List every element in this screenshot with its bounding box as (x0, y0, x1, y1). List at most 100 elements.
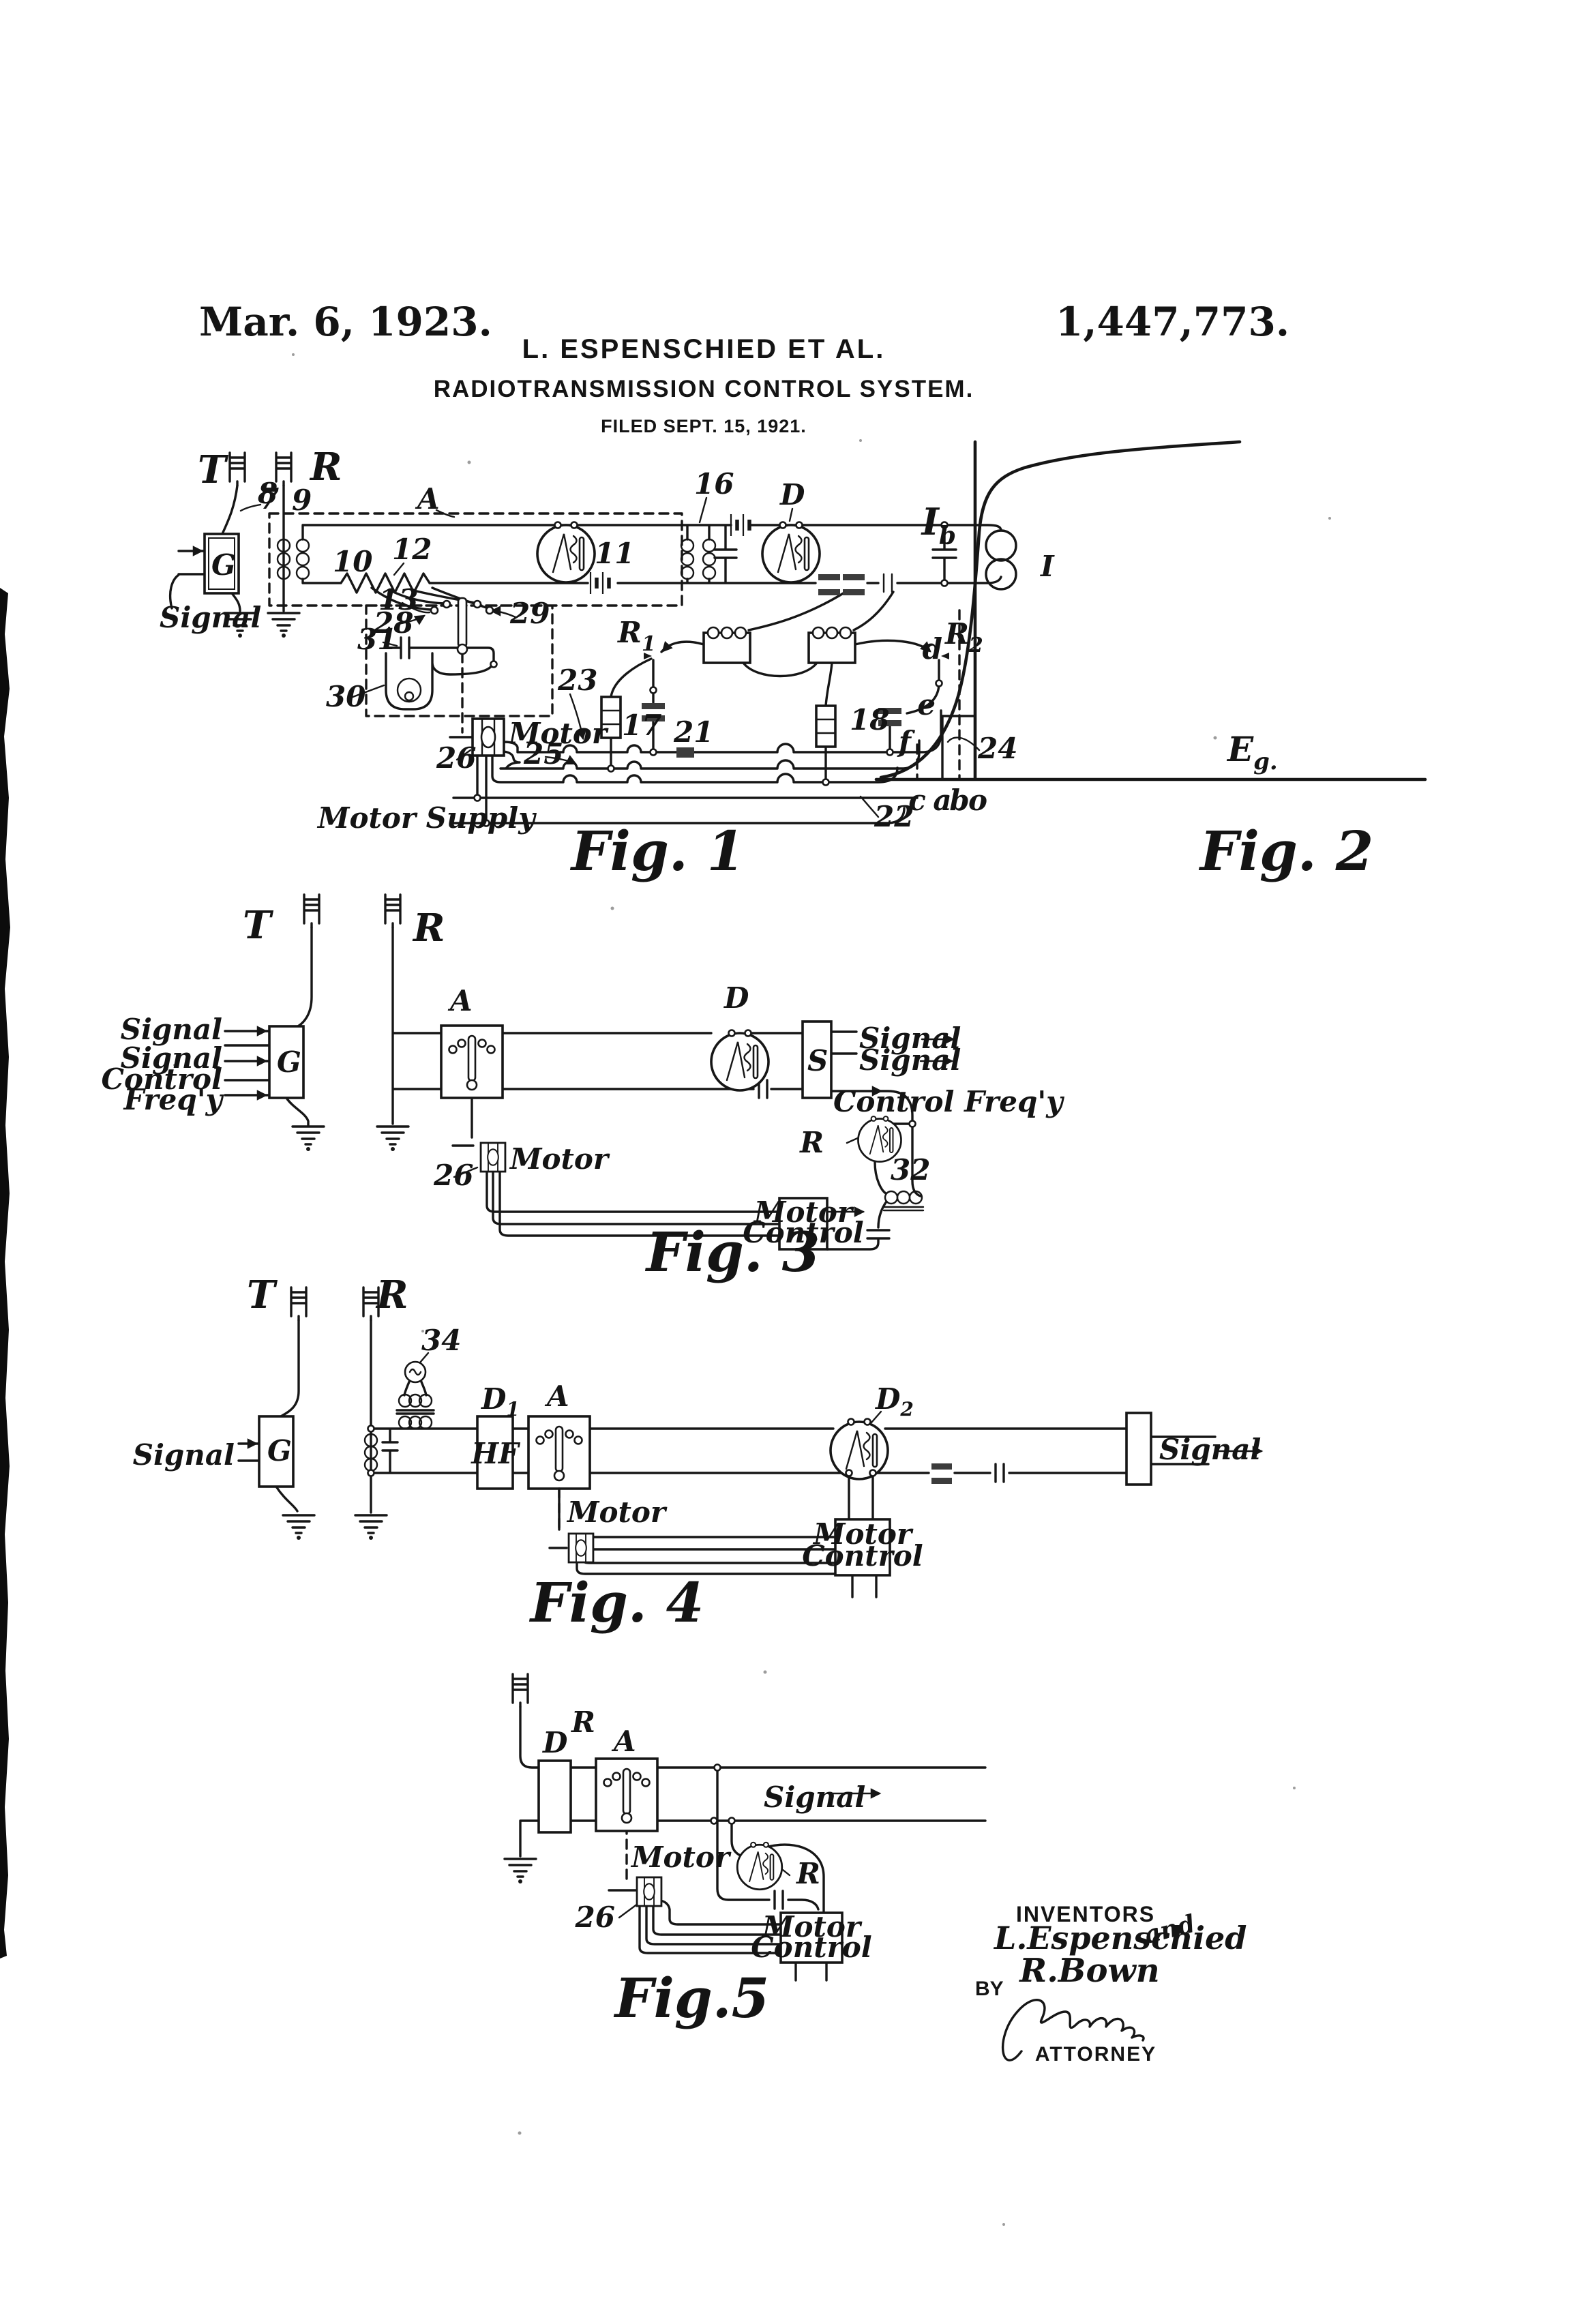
fig4-label-d2-sub: 2 (899, 1398, 913, 1420)
fig3-in4: Freq'y (123, 1083, 224, 1116)
fig2-xlabel-base: E (1226, 729, 1254, 769)
fig4-label-hf: HF (471, 1437, 521, 1470)
fig1-relay-transformer-1-icon (704, 627, 750, 663)
inventor-2: R.Bown (1018, 1952, 1159, 1990)
fig4-output-caps (931, 1463, 952, 1484)
attorney-label: ATTORNEY (1035, 2043, 1156, 2066)
fig4-ground-r-icon (355, 1515, 387, 1540)
fig3-motor-icon (481, 1143, 505, 1172)
fig4-motor-icon (569, 1534, 593, 1562)
fig4-label-d1: D1 (481, 1382, 520, 1420)
fig1-label-26: 26 (436, 741, 476, 775)
fig1-label-t: T (198, 447, 229, 492)
fig1-caption: Fig. 1 (570, 819, 745, 883)
fig5-mc2: Control (751, 1931, 871, 1964)
fig3-label-s: S (807, 1044, 828, 1077)
figure-1: T R G Signal 7 8 9 10 11 12 13 16 17 18 … (160, 445, 1055, 883)
fig4-signal-in: Signal (133, 1438, 235, 1472)
fig1-label-r1-base: R (617, 616, 642, 649)
fig3-r-antenna-icon (385, 895, 400, 927)
fig4-label-34: 34 (421, 1324, 461, 1357)
fig4-a-box-icon (528, 1416, 590, 1489)
fig1-label-29: 29 (509, 597, 550, 630)
fig1-tube-11-icon (537, 522, 595, 583)
fig4-mc2: Control (802, 1539, 923, 1573)
fig4-junctions (368, 1426, 876, 1476)
fig5-caption: Fig.5 (614, 1966, 770, 2030)
fig4-caption: Fig. 4 (529, 1570, 704, 1635)
fig1-battery-bottom-icon (591, 572, 609, 594)
fig1-label-i: I (1040, 550, 1055, 583)
fig1-t-antenna-icon (230, 453, 245, 486)
fig2-ylabel: Ib (921, 500, 956, 550)
fig4-label-d2-base: D (875, 1382, 901, 1416)
fig3-label-t: T (243, 903, 274, 948)
fig5-label-motor: Motor (630, 1841, 732, 1874)
fig1-label-r1-sub: 1 (642, 632, 656, 656)
fig2-curve (881, 442, 1240, 777)
fig2-ylabel-base: I (921, 500, 940, 543)
header: Mar. 6, 1923. 1,447,773. L. ESPENSCHIED … (199, 299, 1289, 436)
fig1-label-r2: R2 (944, 617, 983, 657)
author-line: L. ESPENSCHIED ET AL. (522, 334, 886, 364)
fig3-d-tube-icon (711, 1030, 768, 1091)
fig5-label-a: A (611, 1725, 636, 1758)
fig1-ground-r-icon (268, 613, 299, 638)
fig2-tick-o: o (968, 784, 987, 817)
fig1-label-9: 9 (292, 483, 312, 517)
fig1-relay-coil-18-icon (816, 706, 835, 747)
fig1-label-motor: Motor (507, 717, 609, 750)
fig5-motor-icon (637, 1877, 661, 1906)
fig1-motor-icon (473, 719, 504, 756)
fig5-signal-out: Signal (764, 1781, 865, 1814)
fig1-label-g: G (211, 548, 236, 582)
fig3-arrows (225, 1031, 953, 1212)
filed-line: FILED SEPT. 15, 1921. (601, 416, 807, 436)
fig1-r-antenna-icon (276, 453, 291, 486)
fig3-control-freqy: Control Freq'y (833, 1085, 1064, 1118)
figure-4: T R G Signal 34 D1 HF A D2 Motor Signal … (133, 1272, 1262, 1635)
fig1-battery-top-icon (731, 514, 749, 536)
fig5-a-box-icon (596, 1759, 657, 1831)
fig3-label-a: A (447, 984, 473, 1017)
fig1-condenser-stylus (458, 598, 467, 654)
figure-5: R D A Signal Motor 26 R Motor Control Fi… (505, 1674, 985, 2030)
fig1-relay-transformer-2-icon (809, 627, 855, 663)
fig3-label-g: G (277, 1045, 301, 1079)
fig2-xlabel: Eg. (1226, 729, 1278, 775)
fig1-label-r2-base: R (944, 617, 969, 651)
fig1-label-8: 8 (257, 477, 278, 510)
fig2-tick-b: b (949, 784, 969, 817)
fig1-label-r1: R1 (617, 616, 656, 656)
fig4-label-motor: Motor (566, 1495, 668, 1529)
fig2-point-e: e (917, 688, 936, 721)
fig3-ground-r-icon (377, 1127, 408, 1151)
fig1-label-23: 23 (557, 664, 597, 697)
fig3-label-motor: Motor (509, 1142, 610, 1176)
fig5-ground-icon (505, 1859, 536, 1883)
fig1-label-16: 16 (694, 467, 734, 501)
fig1-tube-d-icon (762, 522, 820, 583)
title-line: RADIOTRANSMISSION CONTROL SYSTEM. (434, 376, 974, 402)
fig4-label-d1-sub: 1 (506, 1398, 519, 1420)
fig2-tick-c: c (908, 784, 926, 817)
fig3-t-antenna-icon (304, 895, 319, 927)
fig1-label-r: R (309, 445, 342, 490)
fig4-output-box (1126, 1413, 1151, 1485)
fig1-label-d: D (779, 478, 805, 511)
fig5-junctions (711, 1765, 735, 1824)
fig1-label-signal: Signal (160, 601, 261, 634)
fig2-point-d: d (923, 632, 942, 666)
fig1-label-30: 30 (326, 680, 365, 713)
fig4-label-d1-base: D (481, 1382, 507, 1416)
fig4-label-t: T (247, 1272, 278, 1317)
fig3-caption: Fig. 3 (645, 1220, 820, 1284)
fig1-label-motor-supply: Motor Supply (316, 801, 537, 835)
fig4-ground-g-icon (283, 1515, 314, 1540)
fig3-label-26: 26 (433, 1159, 473, 1192)
fig2-ylabel-sub: b (939, 522, 956, 550)
fig3-a-box-icon (441, 1026, 503, 1098)
fig4-label-a: A (544, 1380, 569, 1413)
